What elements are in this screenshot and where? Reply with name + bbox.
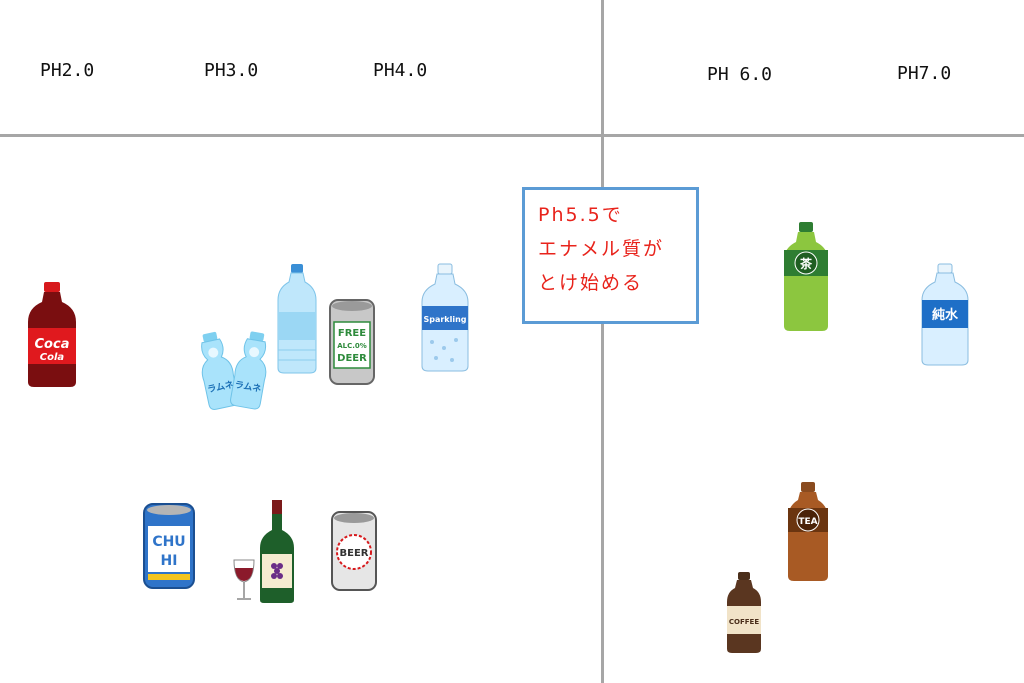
- free-beer-label-2: ALC.0%: [337, 342, 367, 350]
- ramune-label-1: ラムネ: [206, 379, 234, 395]
- chuhi-label-2: HI: [161, 553, 178, 569]
- green-tea-label: 茶: [799, 256, 813, 271]
- sparkling-label: Sparkling: [423, 315, 466, 324]
- pure-water-bottle-icon: 純水: [921, 263, 969, 366]
- green-tea-bottle-icon: 茶: [784, 222, 828, 331]
- beer-label: BEER: [340, 548, 369, 559]
- tea-label: TEA: [798, 517, 817, 527]
- ph-label-4: PH4.0: [373, 60, 428, 81]
- beer-can-icon: BEER: [331, 511, 377, 591]
- ph-label-2: PH2.0: [40, 60, 95, 81]
- cola-label-bottom: Cola: [40, 352, 65, 363]
- ramune-bottles-icon: ラムネ ラムネ: [201, 331, 267, 410]
- free-beer-label-3: DEER: [337, 353, 367, 364]
- note-line-1: Ph5.5で: [538, 204, 623, 226]
- pure-water-label: 純水: [932, 307, 959, 323]
- ramune-label-2: ラムネ: [234, 379, 262, 394]
- horizontal-divider: [0, 134, 1024, 137]
- chuhi-can-icon: CHU HI: [143, 503, 195, 589]
- coffee-label: COFFEE: [729, 618, 759, 626]
- cola-bottle-icon: Coca Cola: [28, 282, 76, 387]
- wine-bottle-icon: [233, 500, 294, 603]
- cola-label-top: Coca: [35, 337, 70, 352]
- ph-label-3: PH3.0: [204, 60, 259, 81]
- note-line-2: エナメル質が: [538, 238, 665, 260]
- coffee-bottle-icon: COFFEE: [727, 572, 761, 653]
- alcohol-free-beer-can-icon: FREE ALC.0% DEER: [329, 299, 375, 385]
- tea-bottle-icon: TEA: [788, 482, 828, 581]
- ph-label-6: PH 6.0: [707, 64, 773, 85]
- note-line-3: とけ始める: [538, 272, 644, 294]
- enamel-note-box: Ph5.5で エナメル質が とけ始める: [522, 187, 699, 324]
- vertical-divider: [601, 0, 604, 683]
- sparkling-water-bottle-icon: Sparkling: [421, 263, 469, 372]
- chuhi-label-1: CHU: [152, 534, 185, 550]
- free-beer-label-1: FREE: [338, 328, 366, 339]
- water-bottle-icon: [277, 264, 317, 374]
- ph-label-7: PH7.0: [897, 63, 952, 84]
